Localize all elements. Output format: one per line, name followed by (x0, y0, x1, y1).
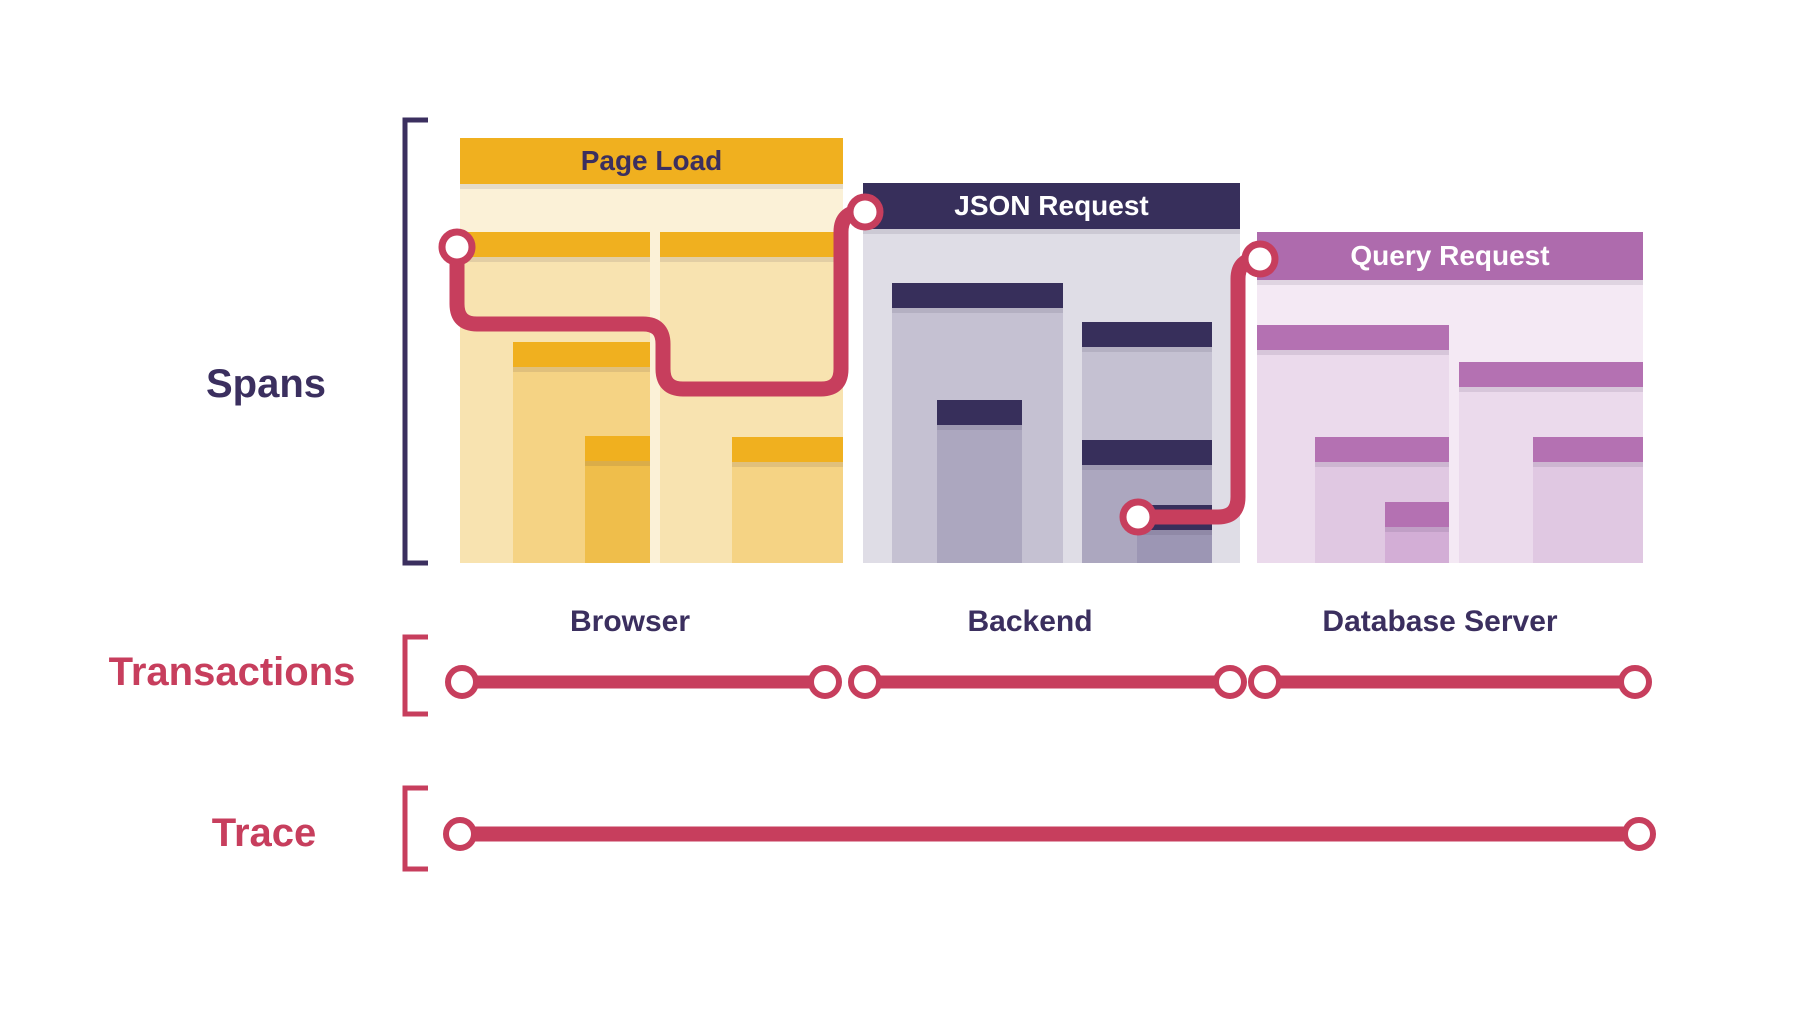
backend-span-1-bar (892, 283, 1063, 308)
database-server-caption: Database Server (1322, 605, 1558, 638)
backend-caption: Backend (967, 605, 1093, 638)
database-panel-title: Query Request (1350, 240, 1550, 271)
database-span-1-bar (1257, 325, 1449, 350)
database-span-5-bar (1385, 502, 1449, 527)
browser-panel-header (460, 138, 843, 184)
database-span-4-body (1533, 462, 1643, 563)
browser-span-4-bar (585, 436, 650, 461)
browser-span-5-body (732, 462, 843, 563)
browser-span-4-body (585, 461, 650, 563)
backend-span-3-bar (937, 400, 1022, 425)
database-span-5-body (1385, 527, 1449, 563)
database-panel-header (1257, 232, 1643, 280)
spans-label: Spans (205, 362, 327, 406)
backend-span-5-body (1137, 530, 1212, 563)
backend-panel-header (863, 183, 1240, 229)
database-span-3-bar (1315, 437, 1449, 462)
browser-caption: Browser (569, 605, 691, 638)
transactions-label: Transactions (108, 650, 356, 694)
backend-span-3-body (937, 425, 1022, 563)
database-span-4-bar (1533, 437, 1643, 462)
browser-span-5-bar (732, 437, 843, 462)
trace-label: Trace (211, 811, 317, 855)
browser-panel-title: Page Load (580, 145, 723, 176)
backend-panel-title: JSON Request (954, 190, 1149, 221)
database-span-2-bar (1459, 362, 1643, 387)
